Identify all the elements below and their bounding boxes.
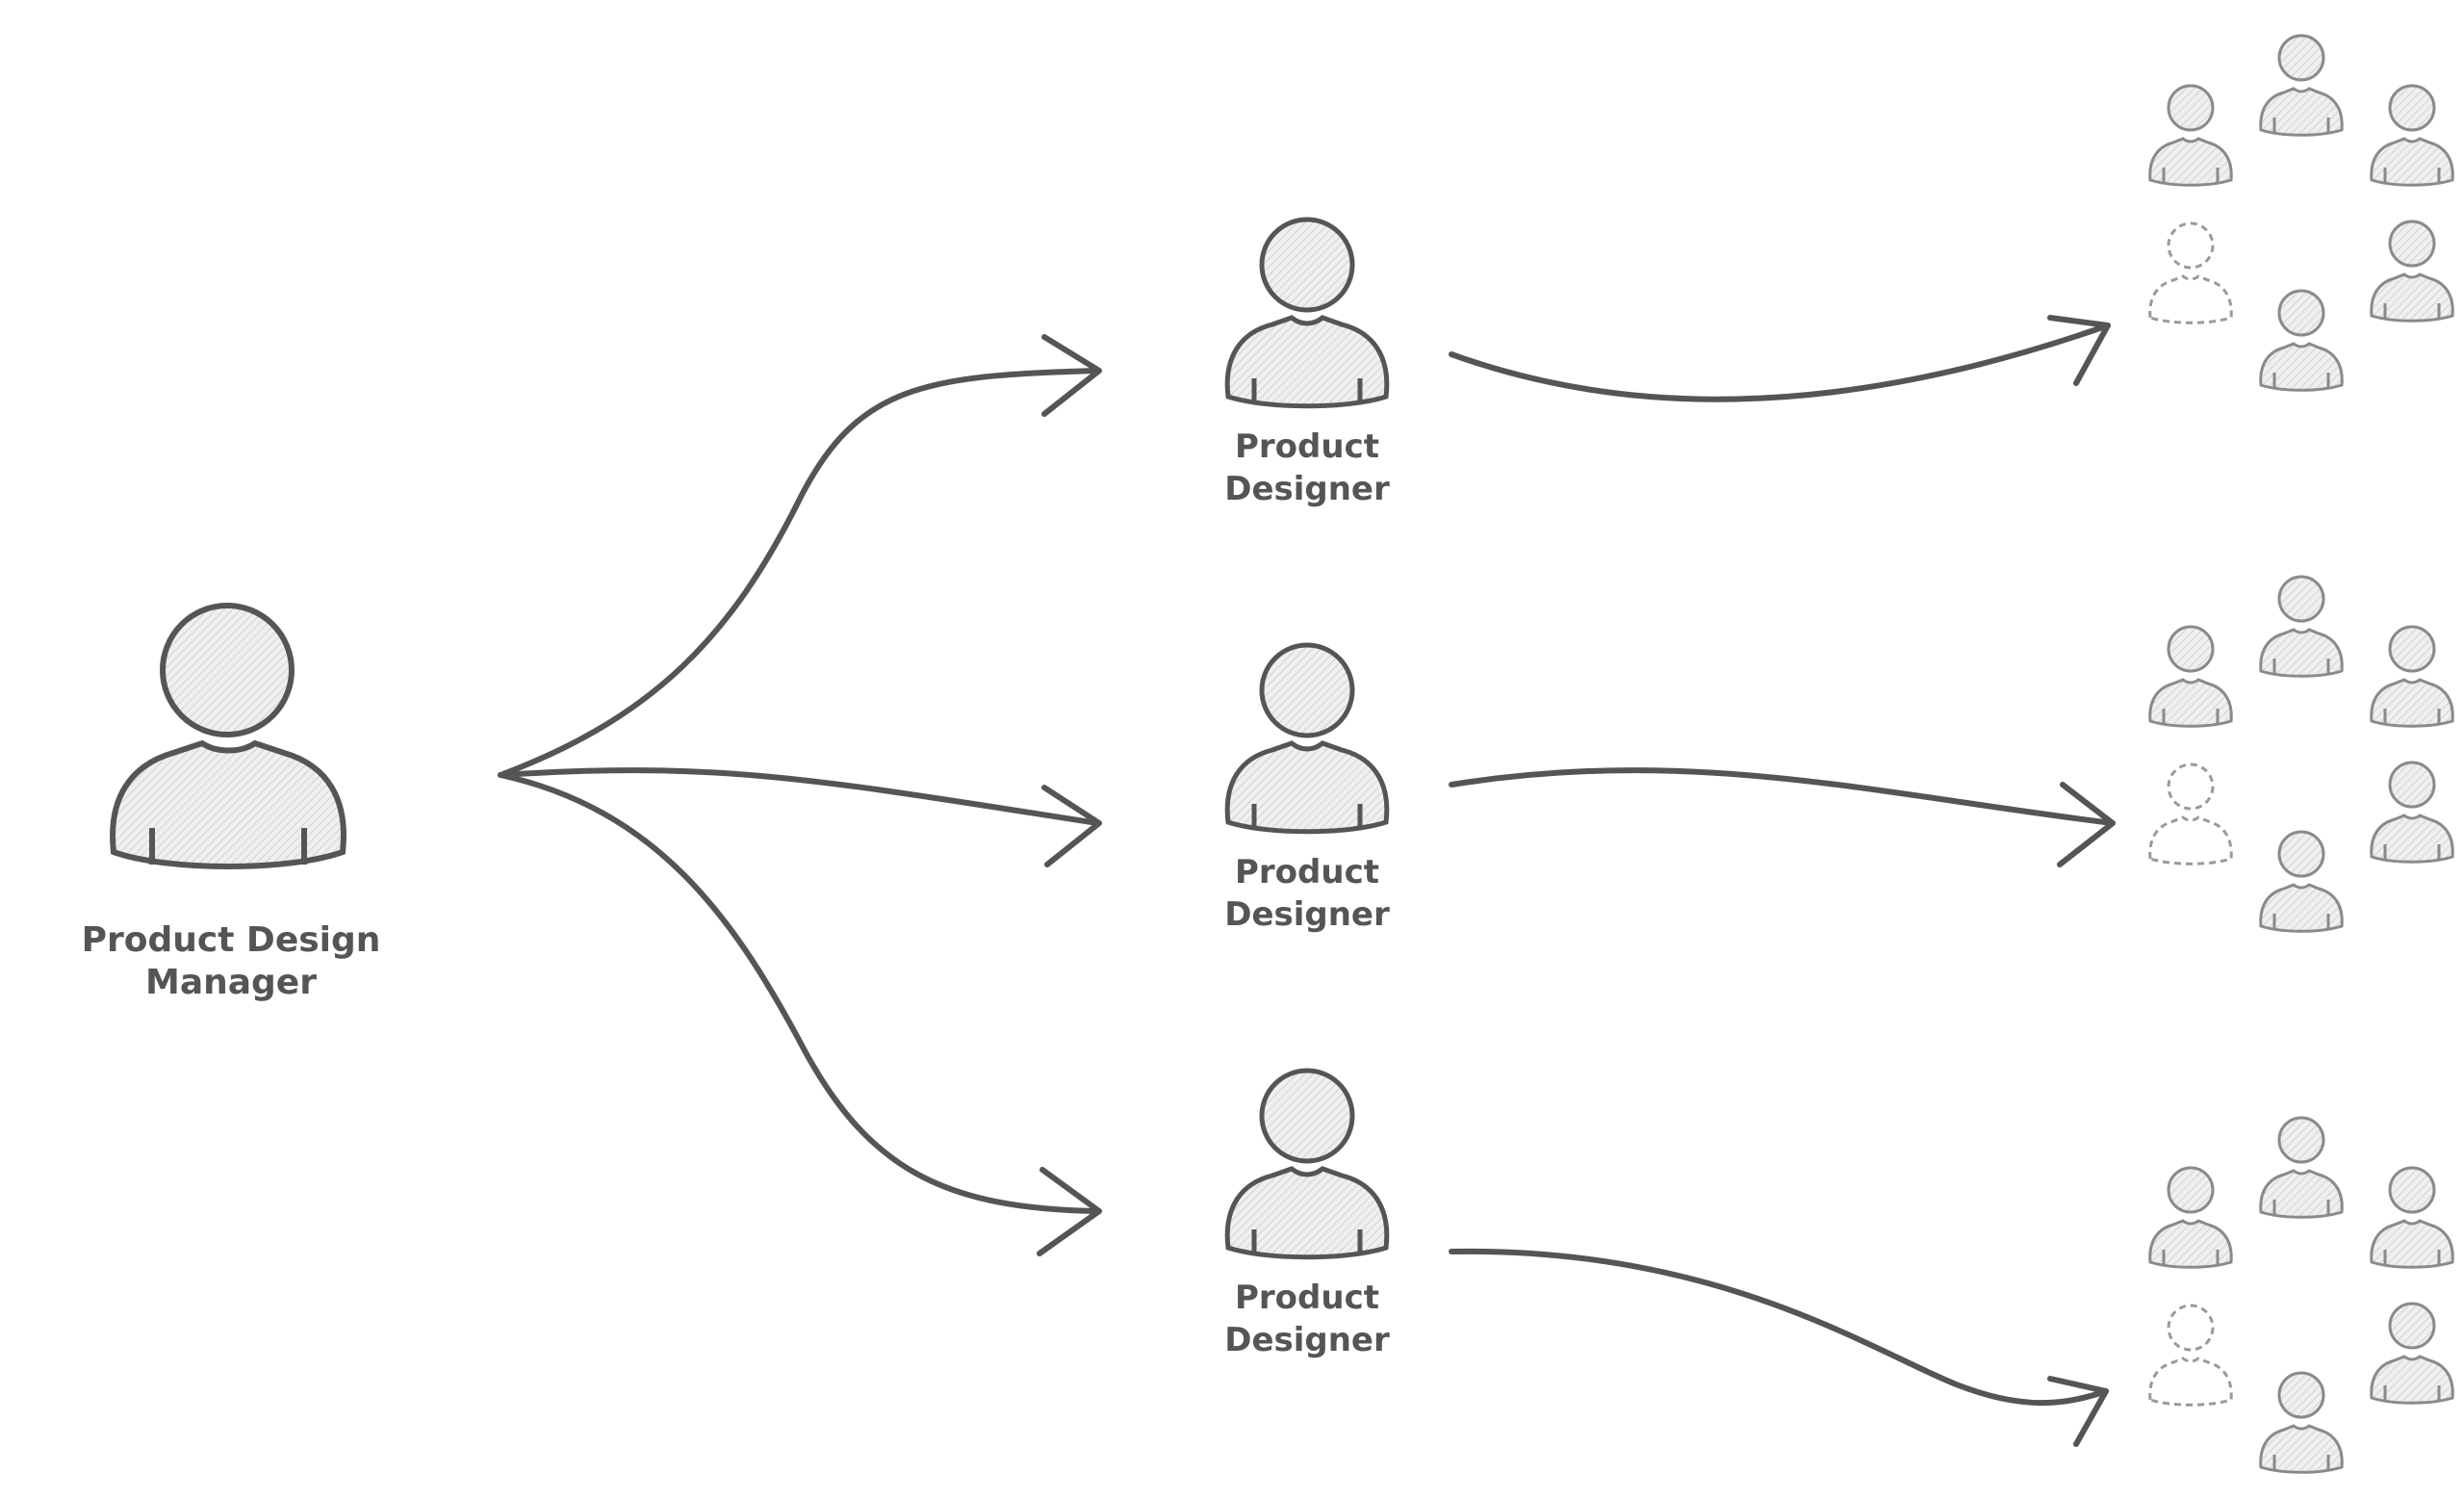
team-member-icon: [2259, 1116, 2344, 1219]
designer-person-icon: [1224, 642, 1390, 835]
arrowhead-icon: [2057, 782, 2116, 867]
team-member-icon: [2148, 84, 2233, 187]
team-member-icon: [2259, 1371, 2344, 1474]
team-member-icon: [2148, 1166, 2233, 1269]
arrowhead-icon: [1041, 785, 1102, 867]
open-seat-icon: [2148, 762, 2233, 866]
open-seat-icon: [2148, 1304, 2233, 1407]
team-member-icon: [2259, 830, 2344, 933]
designer-person-icon: [1224, 1068, 1390, 1260]
team-member-icon: [2370, 625, 2454, 728]
team-member-icon: [2259, 34, 2344, 137]
team-member-icon: [2370, 1302, 2454, 1405]
team-2: [2148, 575, 2454, 933]
arrow-to-team-1: [1449, 323, 2111, 402]
open-seat-icon: [2148, 221, 2233, 324]
arrow-to-designer-3: [498, 772, 1100, 1214]
arrow-to-team-2: [1449, 767, 2116, 826]
team-member-icon: [2370, 761, 2454, 864]
team-member-icon: [2370, 1166, 2454, 1269]
team-1: [2148, 34, 2454, 392]
manager-person-icon: [110, 603, 346, 869]
team-member-icon: [2259, 289, 2344, 392]
arrow-to-designer-1: [498, 368, 1100, 778]
arrow-to-designer-2: [498, 767, 1100, 826]
designer-label-2: Product Designer: [1224, 853, 1390, 934]
team-member-icon: [2259, 575, 2344, 678]
team-member-icon: [2370, 84, 2454, 187]
arrow-to-team-3: [1449, 1248, 2109, 1407]
arrowhead-icon: [2047, 1376, 2109, 1447]
designer-person-icon: [1224, 217, 1390, 409]
arrowhead-icon: [1041, 334, 1102, 417]
arrowhead-icon: [1037, 1167, 1102, 1256]
team-3: [2148, 1116, 2454, 1474]
designer-label-3: Product Designer: [1224, 1279, 1390, 1359]
designer-label-1: Product Designer: [1224, 427, 1390, 508]
team-member-icon: [2148, 625, 2233, 728]
team-member-icon: [2370, 220, 2454, 323]
arrowhead-icon: [2047, 315, 2111, 386]
manager-label: Product Design Manager: [81, 920, 381, 1002]
